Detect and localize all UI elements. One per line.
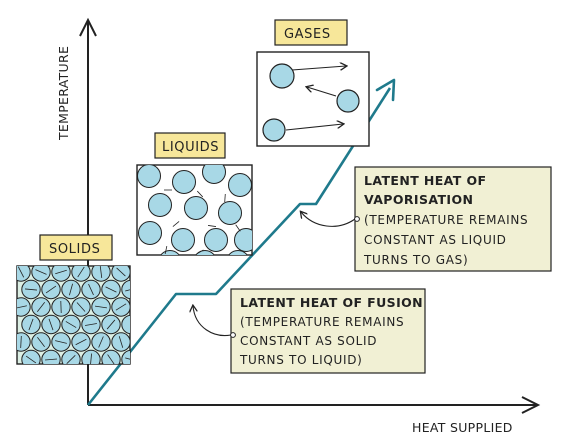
fusion-note-anchor xyxy=(231,333,236,338)
fusion-title: LATENT HEAT OF FUSION xyxy=(240,295,423,310)
gas-particle xyxy=(263,119,285,141)
vibration-mark xyxy=(225,194,226,202)
gases-group: GASES xyxy=(257,20,369,146)
vaporisation-title-line-2: VAPORISATION xyxy=(364,192,473,207)
liquid-particle xyxy=(203,161,226,184)
liquid-particle xyxy=(172,229,195,252)
liquids-label: LIQUIDS xyxy=(162,140,219,155)
vaporisation-note-anchor xyxy=(355,217,360,222)
liquid-particle xyxy=(185,197,208,220)
solid-particle xyxy=(122,280,140,298)
gases-label: GASES xyxy=(284,27,331,42)
solid-particle xyxy=(122,350,140,368)
gas-particle xyxy=(337,90,359,112)
liquid-particle xyxy=(219,202,242,225)
gas-particle xyxy=(270,64,294,88)
fusion-line-3: TURNS TO LIQUID) xyxy=(239,353,363,367)
vaporisation-pointer xyxy=(301,212,355,226)
fusion-pointer xyxy=(193,306,231,336)
vaporisation-line-3: TURNS TO GAS) xyxy=(363,253,468,267)
vaporisation-line-1: (TEMPERATURE REMAINS xyxy=(364,213,528,227)
fusion-line-2: CONSTANT AS SOLID xyxy=(240,334,377,348)
liquid-particle xyxy=(235,229,258,252)
liquids-group: LIQUIDS xyxy=(137,133,258,274)
liquid-particle xyxy=(205,229,228,252)
fusion-note: LATENT HEAT OF FUSION (TEMPERATURE REMAI… xyxy=(193,289,425,373)
liquid-particle xyxy=(159,251,182,274)
liquid-particle xyxy=(149,194,172,217)
x-axis-label: HEAT SUPPLIED xyxy=(412,420,513,435)
liquid-particle xyxy=(139,222,162,245)
y-axis-label: TEMPERATURE xyxy=(56,46,71,141)
vaporisation-title-line-1: LATENT HEAT OF xyxy=(364,173,486,188)
solids-group: SOLIDS xyxy=(12,235,140,369)
solid-particle xyxy=(122,315,140,333)
fusion-line-1: (TEMPERATURE REMAINS xyxy=(240,315,404,329)
liquid-particle xyxy=(229,174,252,197)
liquid-particle xyxy=(173,171,196,194)
vaporisation-note: LATENT HEAT OF VAPORISATION (TEMPERATURE… xyxy=(301,167,551,271)
liquid-particle xyxy=(138,165,161,188)
solids-label: SOLIDS xyxy=(49,242,100,257)
vaporisation-line-2: CONSTANT AS LIQUID xyxy=(364,233,507,247)
